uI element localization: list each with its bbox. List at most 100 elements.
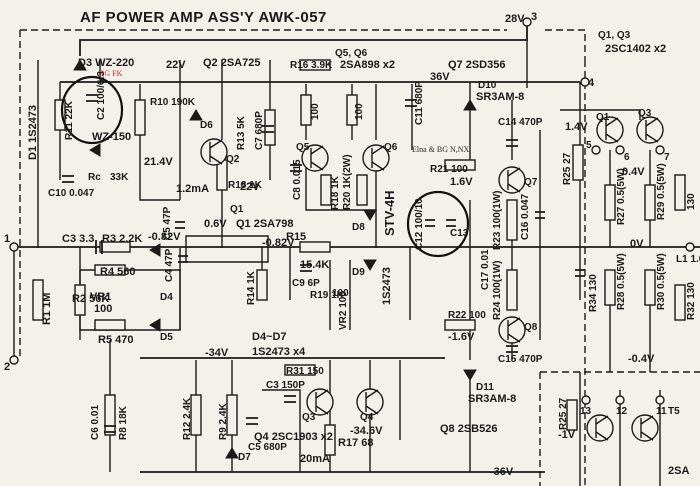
label-q5-short: Q5 [296,142,310,153]
label-q8-2sb526: Q8 2SB526 [440,423,497,435]
label-r9: R9 2.4K [218,403,229,440]
label-ta: T5 [668,406,680,417]
label-rc: Rc [88,172,101,183]
label-neg-34-6v: -34.6V [350,425,383,437]
resistor-r8 [104,394,116,436]
transistor-q5 [301,144,329,172]
label-r18: R18 1K [228,180,263,191]
label-c1: C3 150P [266,380,305,391]
label-r34: R34 130 [588,274,599,312]
label-2sa: 2SA [668,465,689,477]
transistor-q3b [306,388,334,416]
label-r31: R31 150 [286,366,324,377]
label-c14: C14 470P [498,117,543,128]
label-sr3am8-bottom: SR3AM-8 [468,393,516,405]
label-d11: D11 [476,382,494,393]
label-d9: D9 [352,267,365,278]
resistor-r32 [674,284,686,321]
label-c8b: 100 [332,288,349,299]
resistor-r4 [94,264,126,276]
transistor-q8 [498,316,526,344]
label-neg-36v: -36V [490,466,514,478]
capacitor-c5 [175,221,185,229]
resistor-r24 [506,269,518,311]
resistor-r11 [54,99,66,131]
label-2sc1903: Q4 2SC1903 x2 [254,431,333,443]
label-l1: L1 1.0 [676,254,700,265]
transistor-q4 [356,388,384,416]
resistor-r9 [226,394,238,436]
label-22v-top: 22V [166,59,186,71]
transistor-q2b [586,414,614,442]
label-r12: R12 2.4K [182,397,193,440]
label-r16: R16 3.9K [290,60,333,71]
label-q5q6: Q5, Q6 [335,48,368,59]
label-d3: D3 WZ-220 [78,57,134,69]
label-r2: R2 56K [72,293,109,305]
terminal-7 [655,145,665,155]
label-r20: R20 1K(2W) [342,154,353,210]
label-d10: D10 [478,80,497,91]
label-q6-short: Q6 [384,142,398,153]
resistor-r1 [32,279,44,321]
label-r19: R19 1K [310,290,345,301]
label-r19b: 100 [310,103,321,120]
resistor-r10 [134,99,146,136]
label-wz150: WZ-150 [92,131,131,143]
label-r27: R27 0.5(5W) [616,168,627,225]
label-c2: C2 100/6.3 [96,71,107,120]
terminal-1 [9,242,19,252]
label-c9: C9 6P [292,278,320,289]
label-r11: R11 22K [64,100,75,140]
label-d7: D7 [238,452,251,463]
resistor-r26 [674,174,686,211]
label-q4-short: Q4 [360,412,374,423]
label-r14: R14 1K [246,270,257,305]
label-0-82v-right: -0.82V [262,237,295,249]
label-c8: C8 0.015 [292,159,303,200]
capacitor-c3 [95,240,103,254]
label-r24: R24 100(1W) [492,261,503,320]
label-c4: C4 47P [164,248,175,282]
label-vr1-value: 100 [94,303,112,315]
label-0v: 0V [630,238,644,250]
resistor-r14 [256,269,268,301]
label-r26: 130 [686,193,697,210]
label-r15-value: 15.4K [300,259,329,271]
label-1-6v: 1.6V [450,176,473,188]
label-c17: C17 0.01 [480,249,491,290]
resistor-r20 [356,174,368,206]
diode-d8 [363,209,377,221]
resistor-r28 [604,269,616,306]
capacitor-c12 [425,219,435,227]
note-elna-bg: Elna & BG N,NX [412,145,470,154]
capacitor-c6 [104,425,116,433]
capacitor-c4 [178,255,188,263]
label-r20c: 100 [354,103,365,120]
capacitor-c3b [284,395,296,403]
resistor-r12 [190,394,202,436]
label-r4: R4 560 [100,266,135,278]
label-r10: R10 190K [150,97,196,108]
capacitor-c2 [86,94,98,102]
label-r32: R32 130 [686,282,697,320]
resistor-r2 [74,284,86,316]
terminals [9,17,695,405]
diode-d1 [89,143,101,157]
label-terminal-3: 3 [531,11,537,23]
diodes [73,59,477,459]
label-0-4v: 0.4V [622,166,645,178]
capacitor-c10 [62,175,74,183]
resistor-r31 [284,364,316,376]
label-terminal-13: 13 [580,406,592,417]
label-r25: R25 27 [558,397,569,430]
label-c5-680p: C5 680P [248,442,287,453]
resistor-r25 [566,399,578,431]
label-r29: R29 0.5(5W) [656,163,667,220]
capacitor-c7 [262,125,274,133]
capacitors [62,94,585,433]
label-q7-short: Q7 [524,177,538,188]
label-d1: D1 1S2473 [27,105,39,160]
resistor-r17 [324,424,336,456]
